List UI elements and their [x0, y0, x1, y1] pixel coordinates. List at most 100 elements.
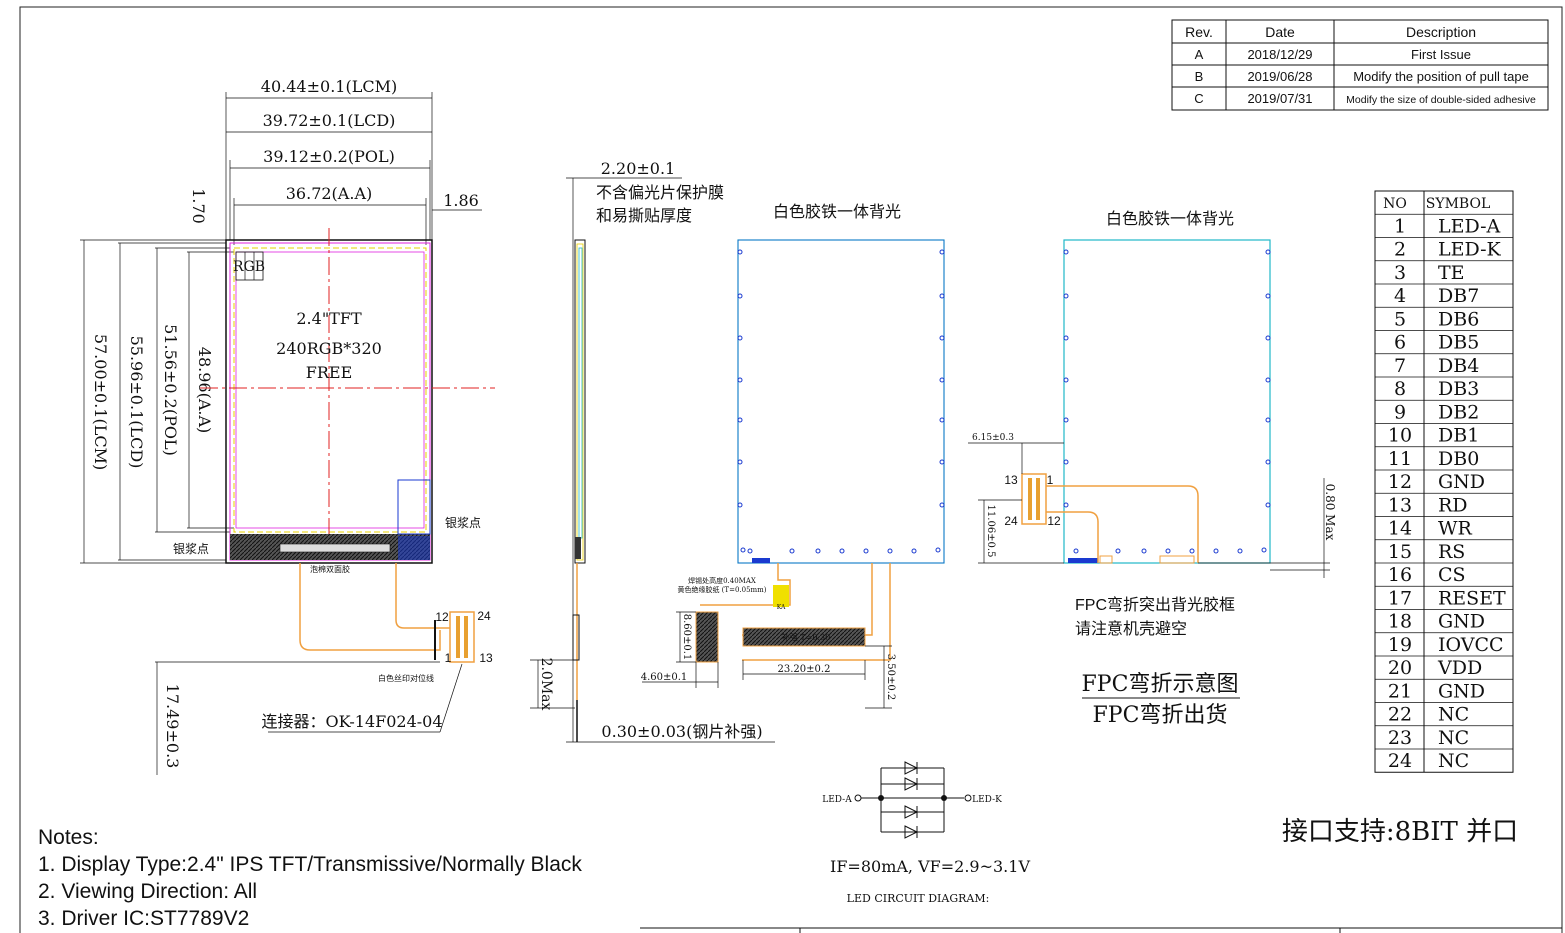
- dim-fpc-length: 17.49±0.3: [163, 684, 182, 769]
- dim-3-50: 3.50±0.2: [885, 654, 896, 701]
- pin-symbol: WR: [1438, 518, 1473, 540]
- glue-point-right-label: 银浆点: [445, 515, 481, 530]
- fpc-pin-12: 12: [1047, 514, 1061, 528]
- pin-symbol: RS: [1438, 541, 1465, 563]
- rev-row-a-desc: First Issue: [1411, 47, 1471, 62]
- side-thickness: 2.20±0.1: [601, 159, 675, 178]
- pin-symbol: GND: [1438, 611, 1485, 633]
- led-circuit-title: LED CIRCUIT DIAGRAM:: [847, 892, 990, 905]
- front-view: 40.44±0.1(LCM) 39.72±0.1(LCD) 39.12±0.2(…: [80, 77, 495, 775]
- dim-0-80-max: 0.80 Max: [1323, 484, 1337, 541]
- pin-no: 23: [1388, 727, 1412, 749]
- rev-row-a-date: 2018/12/29: [1247, 47, 1312, 62]
- pin-symbol: RD: [1438, 494, 1468, 516]
- pin-no: 16: [1388, 564, 1412, 586]
- pin-no: 8: [1394, 378, 1406, 400]
- led-circuit: LED-A LED-K IF=80mA, VF=2.9~3.1V LED CIR…: [822, 761, 1030, 905]
- led-anode-label: LED-A: [822, 795, 852, 805]
- pin-no: 14: [1388, 518, 1412, 540]
- pin-symbol: DB1: [1438, 425, 1479, 447]
- rev-row-a-rev: A: [1195, 47, 1204, 62]
- fpc-pin-1: 1: [1047, 473, 1054, 487]
- rev-row-c-date: 2019/07/31: [1247, 91, 1312, 106]
- pin-symbol: GND: [1438, 471, 1485, 493]
- pin-no: 21: [1388, 680, 1412, 702]
- rev-row-c-rev: C: [1194, 91, 1203, 106]
- rgb-marker: RGB: [233, 259, 265, 275]
- dim-lcm-height: 57.00±0.1(LCM): [91, 334, 110, 470]
- interface-support: 接口支持:8BIT 并口: [1282, 817, 1518, 847]
- led-cathode-label: LED-K: [972, 795, 1002, 805]
- front-pin-1: 1: [445, 651, 452, 665]
- pin-no: 20: [1388, 657, 1412, 679]
- pin-no: 18: [1388, 611, 1412, 633]
- pin-symbol: DB7: [1438, 285, 1479, 307]
- pin-no: 15: [1388, 541, 1412, 563]
- dim-top-margin: 1.70: [189, 188, 208, 224]
- note-driver-ic: 3. Driver IC:ST7789V2: [38, 907, 250, 930]
- fpc-view-title: 白色胶铁一体背光: [1106, 209, 1234, 228]
- pin-symbol: LED-A: [1438, 215, 1500, 237]
- note-display-type: 1. Display Type:2.4" IPS TFT/Transmissiv…: [38, 853, 582, 876]
- dim-pol-width: 39.12±0.2(POL): [263, 147, 395, 166]
- fpc-foam-note: 泡棉双面胶: [310, 564, 350, 574]
- dim-right-margin: 1.86: [443, 191, 479, 210]
- revision-table: Rev. Date Description A 2018/12/29 First…: [1171, 19, 1549, 111]
- fpc-bend-note-1: FPC弯折突出背光胶框: [1075, 596, 1235, 614]
- rev-row-b-rev: B: [1195, 69, 1204, 84]
- pin-header-no: NO: [1383, 196, 1407, 212]
- pin-symbol: VDD: [1437, 657, 1482, 679]
- rev-row-b-desc: Modify the position of pull tape: [1353, 69, 1529, 84]
- display-free-label: FREE: [306, 363, 353, 382]
- pin-symbol: LED-K: [1438, 239, 1501, 261]
- pin-symbol: GND: [1438, 680, 1485, 702]
- front-pin-24: 24: [477, 609, 491, 623]
- side-stiffener: 0.30±0.03(钢片补强): [601, 722, 762, 741]
- fpc-shipping-caption: FPC弯折出货: [1093, 703, 1228, 728]
- pin-no: 19: [1388, 634, 1412, 656]
- display-resolution-label: 240RGB*320: [276, 339, 382, 358]
- dim-lcd-width: 39.72±0.1(LCD): [263, 111, 396, 130]
- notes-title: Notes:: [38, 826, 99, 849]
- pin-symbol: DB2: [1438, 401, 1479, 423]
- pin-no: 10: [1388, 425, 1412, 447]
- fpc-bend-note-2: 请注意机壳避空: [1075, 619, 1187, 638]
- pin-symbol: IOVCC: [1438, 634, 1504, 656]
- pin-symbol: NC: [1438, 704, 1469, 726]
- pin-symbol: RESET: [1438, 587, 1506, 609]
- solder-height-note: 焊锡处高度0.40MAX: [688, 576, 756, 585]
- rev-row-b-date: 2019/06/28: [1247, 69, 1312, 84]
- dim-aa-width: 36.72(A.A): [286, 184, 372, 203]
- dim-11-06: 11.06±0.5: [985, 505, 996, 558]
- pin-no: 4: [1394, 285, 1406, 307]
- note-viewing-direction: 2. Viewing Direction: All: [38, 880, 258, 903]
- fpc-bend-view: 白色胶铁一体背光 13 1 24 12 6.15±0.3 11.0: [968, 209, 1337, 728]
- pin-symbol: NC: [1438, 750, 1469, 772]
- dim-lcm-width: 40.44±0.1(LCM): [261, 77, 397, 96]
- pin-no: 12: [1388, 471, 1412, 493]
- dim-pol-height: 51.56±0.2(POL): [161, 324, 180, 456]
- pin-no: 1: [1394, 215, 1406, 237]
- rev-row-c-desc: Modify the size of double-sided adhesive: [1346, 94, 1536, 106]
- pin-no: 17: [1388, 587, 1412, 609]
- pin-symbol: DB4: [1438, 355, 1479, 377]
- pin-no: 22: [1388, 704, 1412, 726]
- side-note-2: 和易撕贴厚度: [596, 206, 692, 225]
- front-pin-13: 13: [479, 651, 493, 665]
- dim-4-60: 4.60±0.1: [641, 672, 688, 683]
- pin-symbol: DB0: [1438, 448, 1479, 470]
- tape-mark: KA: [777, 604, 786, 611]
- pin-no: 9: [1394, 401, 1406, 423]
- pin-symbol: NC: [1438, 727, 1469, 749]
- pin-no: 3: [1394, 262, 1406, 284]
- pin-no: 7: [1394, 355, 1406, 377]
- back-view: 白色胶铁一体背光 KA 焊锡处高度0.40MAX 黄色绝缘胶纸 (T=0.05m…: [641, 202, 945, 709]
- side-max-dim: 2.0Max: [538, 658, 554, 711]
- glue-point-left-label: 银浆点: [173, 541, 209, 556]
- pin-symbol: TE: [1438, 262, 1465, 284]
- display-size-label: 2.4"TFT: [296, 309, 362, 328]
- pin-symbol: DB5: [1438, 332, 1479, 354]
- drawing-frame: [19, 6, 1563, 933]
- fpc-pin-13: 13: [1004, 473, 1018, 487]
